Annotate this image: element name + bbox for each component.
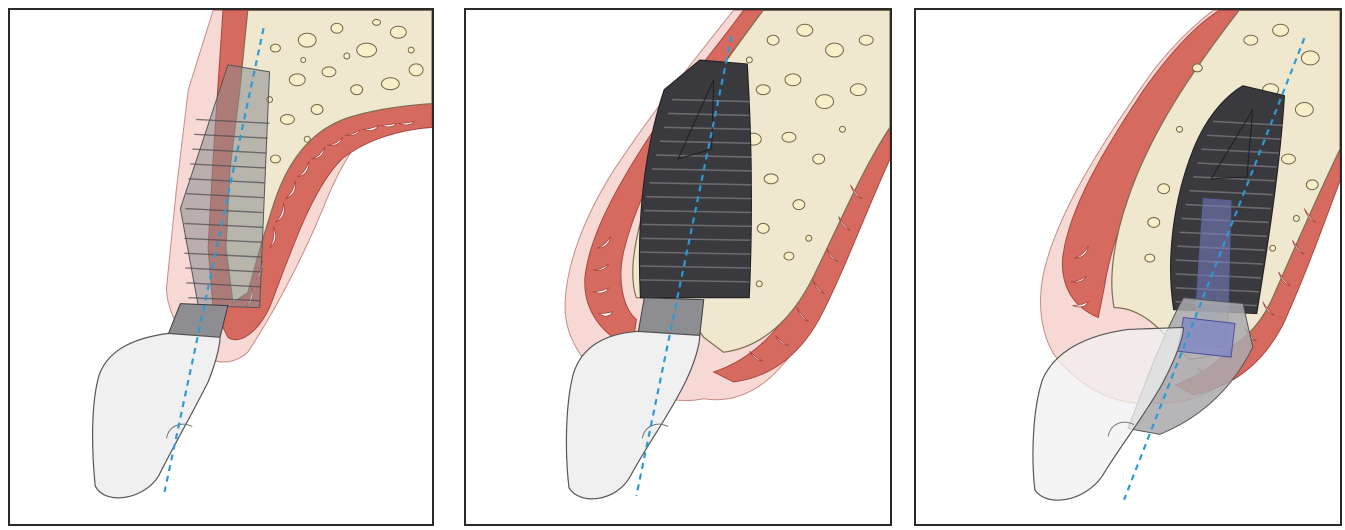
- abutment-screw-head: [1178, 318, 1235, 358]
- panel-3-illustration: [916, 10, 1340, 524]
- crown: [93, 333, 220, 497]
- crown: [566, 331, 699, 498]
- panel-2: [464, 8, 892, 526]
- panel-2-illustration: [466, 10, 890, 524]
- panel-1-illustration: [10, 10, 432, 524]
- panel-1: [8, 8, 434, 526]
- implant-body: [639, 60, 751, 298]
- panel-3: [914, 8, 1342, 526]
